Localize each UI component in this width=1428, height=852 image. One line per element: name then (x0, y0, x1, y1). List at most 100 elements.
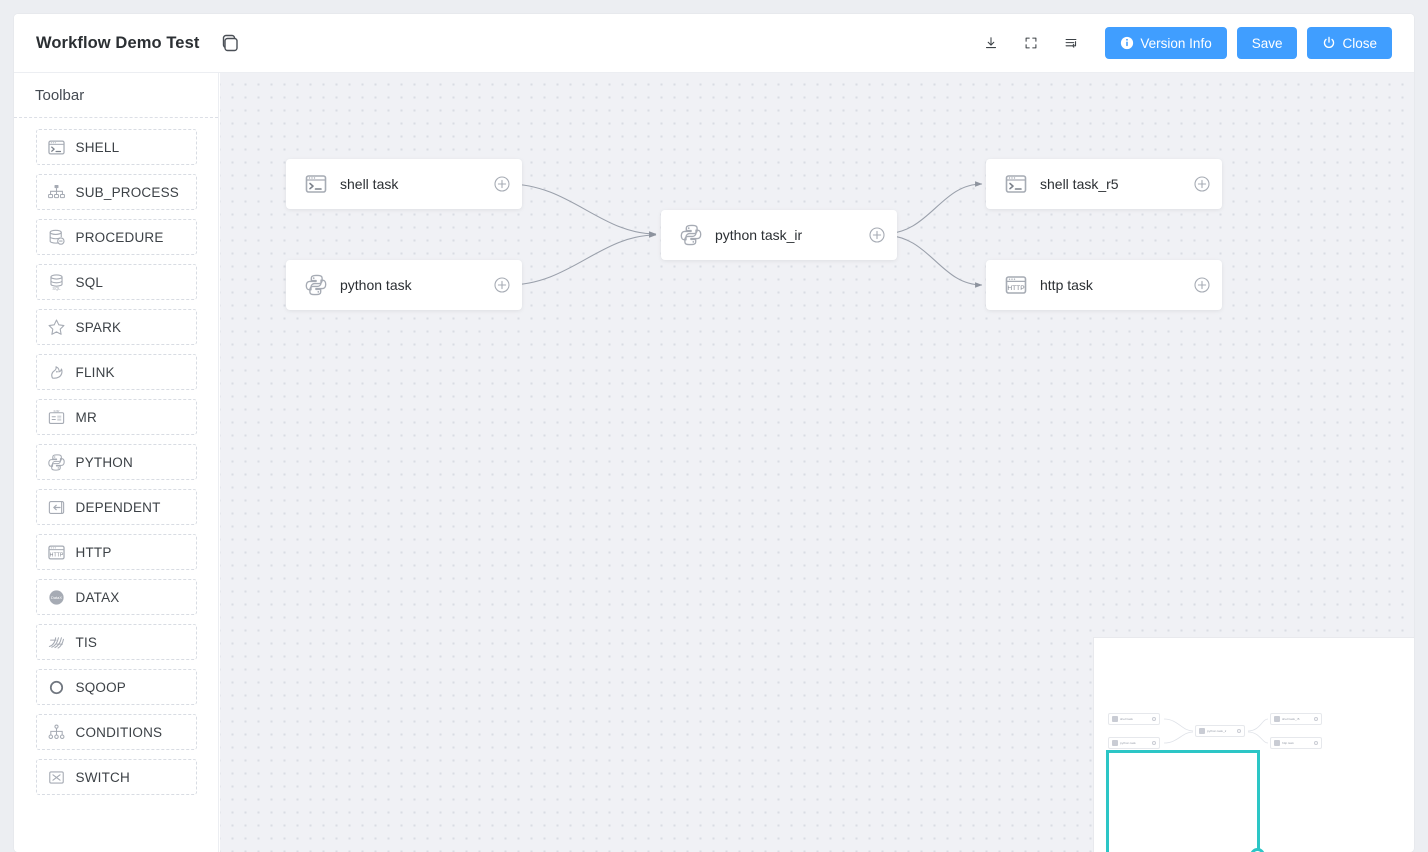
minimap-edges (1163, 718, 1269, 744)
workflow-editor: Workflow Demo Test (14, 14, 1414, 852)
node-shell-task[interactable]: shell task (286, 159, 522, 209)
toolbar-item-sub_process[interactable]: SUB_PROCESS (35, 174, 197, 210)
toolbar-item-label: PYTHON (75, 454, 133, 470)
close-label: Close (1342, 35, 1377, 51)
toolbar-item-label: DATAX (75, 589, 120, 605)
minimap-node: shell task_r5 (1270, 713, 1322, 725)
mr-icon: MR (47, 408, 66, 427)
datax-icon: DataX (47, 588, 66, 607)
page-title: Workflow Demo Test (36, 33, 200, 52)
toolbar-item-label: DEPENDENT (75, 499, 161, 515)
svg-text:DataX: DataX (51, 595, 62, 600)
toolbar-item-label: MR (75, 409, 97, 425)
svg-text:SQL: SQL (52, 286, 61, 291)
toolbar-item-list: SHELL SUB_PROCESS PROCEDURE SQL SQL SPARK FLIN… (14, 118, 218, 795)
node-output-port[interactable] (869, 227, 885, 243)
sub-process-icon (47, 183, 66, 202)
flink-icon (47, 363, 66, 382)
minimap-resize-handle[interactable] (1250, 848, 1265, 852)
toolbar-item-spark[interactable]: SPARK (35, 309, 197, 345)
minimap-viewport[interactable] (1106, 750, 1265, 852)
minimap-node: python task_ir (1195, 725, 1245, 737)
sql-icon: SQL (47, 273, 66, 292)
minimap-node-label: shell task_r5 (1282, 717, 1300, 721)
node-label: python task_ir (715, 227, 803, 243)
node-output-port[interactable] (494, 176, 510, 192)
toolbar-item-label: HTTP (75, 544, 112, 560)
minimap-node-layer: shell task python task python task_ir shell… (1098, 689, 1404, 801)
svg-text:HTTP: HTTP (49, 552, 63, 558)
save-button[interactable]: Save (1236, 27, 1298, 59)
save-label: Save (1251, 35, 1283, 51)
version-info-label: Version Info (1140, 35, 1212, 51)
fullscreen-icon[interactable] (1011, 26, 1051, 60)
toolbar-item-label: SWITCH (75, 769, 130, 785)
toolbar-item-label: SPARK (75, 319, 122, 335)
toolbar-item-python[interactable]: PYTHON (35, 444, 197, 480)
spark-icon (47, 318, 66, 337)
toolbar-item-dependent[interactable]: DEPENDENT (35, 489, 197, 525)
toolbar-item-conditions[interactable]: CONDITIONS (35, 714, 197, 750)
node-output-port[interactable] (1194, 277, 1210, 293)
toolbar-item-shell[interactable]: SHELL (35, 129, 197, 165)
minimap-node-label: shell task (1120, 717, 1134, 721)
minimap-node-icon (1199, 728, 1205, 734)
format-layout-icon[interactable] (1051, 26, 1091, 60)
sqoop-icon (47, 678, 66, 697)
version-info-button[interactable]: Version Info (1105, 27, 1227, 59)
toolbar-item-procedure[interactable]: PROCEDURE (35, 219, 197, 255)
header-bar: Workflow Demo Test (14, 14, 1414, 73)
minimap-node-port (1152, 717, 1156, 721)
node-shell-task-r5[interactable]: shell task_r5 (986, 159, 1222, 209)
dependent-icon (47, 498, 66, 517)
edge-python-task-ir-to-shell-task-r5 (882, 181, 983, 235)
toolbar-item-label: SUB_PROCESS (75, 184, 179, 200)
http-icon: HTTP (1004, 273, 1028, 297)
minimap-node-label: python task (1120, 741, 1136, 745)
toolbar-item-mr[interactable]: MR MR (35, 399, 197, 435)
header-actions: Version Info Save Close (971, 26, 1414, 60)
node-output-port[interactable] (494, 277, 510, 293)
minimap-node-label: python task_ir (1207, 729, 1227, 733)
toolbar-item-label: SQL (75, 274, 104, 290)
power-icon (1324, 36, 1335, 48)
minimap-node-icon (1112, 716, 1118, 722)
node-python-task-ir[interactable]: python task_ir (661, 210, 897, 260)
toolbar-item-label: SHELL (75, 139, 120, 155)
python-icon (304, 273, 328, 297)
minimap-node-icon (1274, 716, 1280, 722)
python-icon (679, 223, 703, 247)
node-output-port[interactable] (1194, 176, 1210, 192)
minimap-node: python task (1108, 737, 1160, 749)
switch-icon (47, 768, 66, 787)
download-icon[interactable] (971, 26, 1011, 60)
shell-icon (47, 138, 66, 157)
edge-python-task-to-python-task-ir (507, 232, 657, 286)
procedure-icon (47, 228, 66, 247)
toolbar-item-http[interactable]: HTTP HTTP (35, 534, 197, 570)
minimap-node: shell task (1108, 713, 1160, 725)
toolbar-item-sql[interactable]: SQL SQL (35, 264, 197, 300)
toolbar-item-datax[interactable]: DataX DATAX (35, 579, 197, 615)
conditions-icon (47, 723, 66, 742)
toolbar-item-flink[interactable]: FLINK (35, 354, 197, 390)
python-icon (47, 453, 66, 472)
minimap[interactable]: shell task python task python task_ir shell… (1094, 638, 1414, 852)
copy-icon[interactable] (221, 33, 241, 53)
tis-icon (47, 633, 66, 652)
minimap-node-port (1152, 741, 1156, 745)
svg-text:MR: MR (53, 408, 59, 413)
toolbar-item-switch[interactable]: SWITCH (35, 759, 197, 795)
toolbar-item-sqoop[interactable]: SQOOP (35, 669, 197, 705)
minimap-node-label: http task (1282, 741, 1294, 745)
sidebar-heading: Toolbar (14, 73, 218, 118)
toolbar-item-label: FLINK (75, 364, 115, 380)
toolbar-item-tis[interactable]: TIS (35, 624, 197, 660)
node-label: shell task (340, 176, 399, 192)
close-button[interactable]: Close (1307, 27, 1392, 59)
shell-icon (304, 172, 328, 196)
node-python-task[interactable]: python task (286, 260, 522, 310)
